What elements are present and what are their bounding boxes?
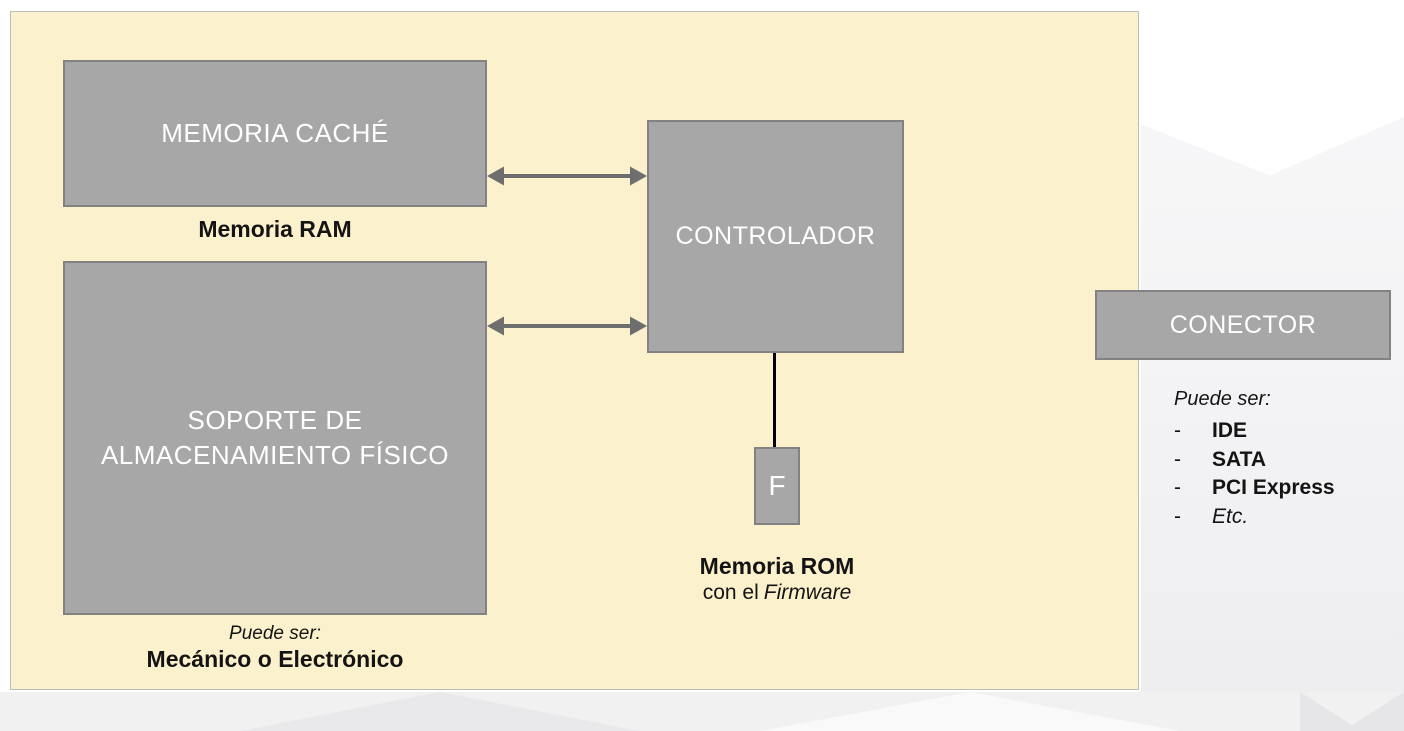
- controller-box: CONTROLADOR: [647, 120, 904, 353]
- list-dash: -: [1174, 419, 1181, 442]
- rom-caption-firmware: Firmware: [763, 581, 852, 604]
- storage-box-label: SOPORTE DE ALMACENAMIENTO FÍSICO: [101, 403, 449, 473]
- controller-firmware-line: [773, 353, 776, 447]
- connector-option-sata: - SATA: [1174, 446, 1335, 475]
- ram-label: Memoria RAM: [198, 216, 352, 242]
- connector-option-ide: - IDE: [1174, 417, 1335, 446]
- firmware-box: F: [754, 447, 800, 525]
- list-dash: -: [1174, 504, 1181, 528]
- connector-box-label: CONECTOR: [1169, 310, 1317, 339]
- cache-box: MEMORIA CACHÉ: [63, 60, 487, 207]
- list-dash: -: [1174, 476, 1181, 499]
- storage-note-value: Mecánico o Electrónico: [146, 646, 404, 672]
- connector-option-label: Etc.: [1212, 504, 1249, 528]
- connector-option-label: IDE: [1212, 419, 1248, 442]
- storage-box-label-line2: ALMACENAMIENTO FÍSICO: [100, 440, 450, 470]
- firmware-box-label: F: [768, 470, 786, 501]
- controller-box-label: CONTROLADOR: [675, 222, 876, 250]
- rom-caption-prefix: con el: [702, 581, 759, 604]
- connector-option-pci-express: - PCI Express: [1174, 474, 1335, 503]
- background-bottom-band: [0, 692, 1404, 731]
- connector-box: CONECTOR: [1095, 290, 1391, 360]
- background-chevron-right: [1141, 116, 1404, 731]
- storage-box: SOPORTE DE ALMACENAMIENTO FÍSICO: [63, 261, 487, 615]
- rom-caption-title: Memoria ROM: [699, 553, 855, 579]
- arrow-storage-controller: [487, 316, 647, 336]
- list-dash: -: [1174, 447, 1181, 471]
- connector-option-label: SATA: [1212, 447, 1267, 471]
- storage-note: Puede ser: Mecánico o Electrónico: [63, 621, 487, 673]
- storage-note-intro: Puede ser:: [229, 623, 321, 644]
- cache-box-label: MEMORIA CACHÉ: [161, 118, 389, 148]
- connector-option-label: PCI Express: [1212, 476, 1335, 499]
- connector-option-etc: - Etc.: [1174, 503, 1335, 532]
- connector-note-intro: Puede ser:: [1174, 388, 1271, 410]
- storage-box-label-line1: SOPORTE DE: [187, 404, 363, 435]
- connector-note: Puede ser: - IDE - SATA - PCI Express - …: [1174, 387, 1335, 531]
- arrow-cache-controller: [487, 166, 647, 186]
